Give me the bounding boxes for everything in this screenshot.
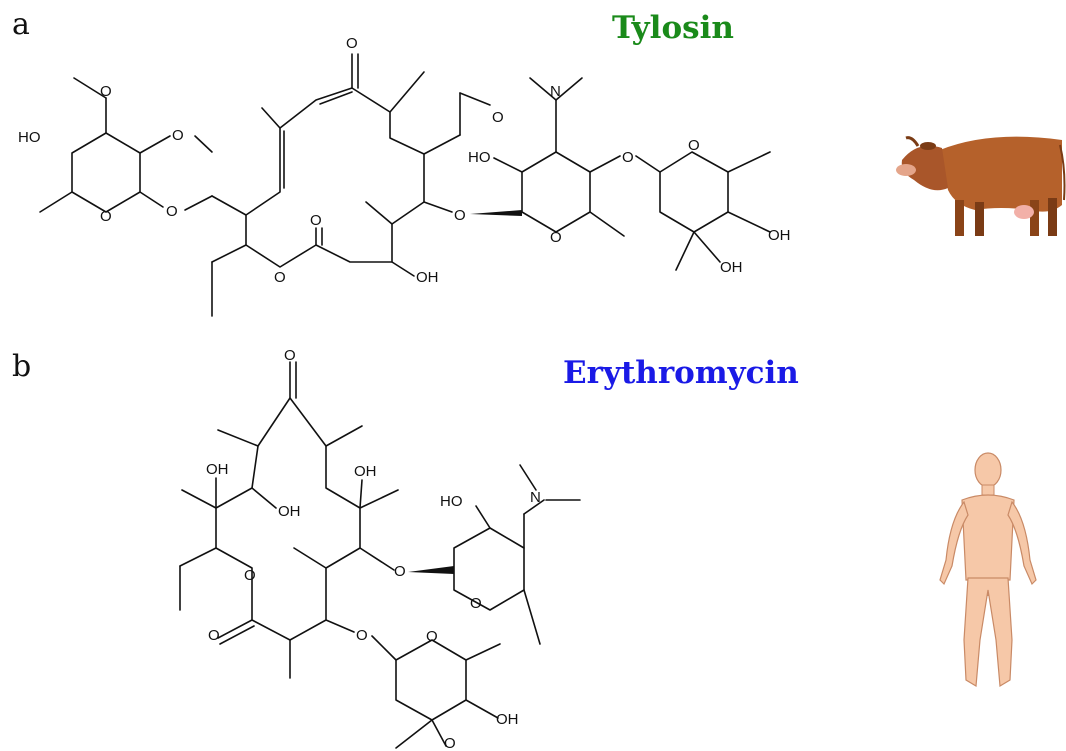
tylosin-structure: HO O O O O O O O O OH O HO N O O O OH OH <box>18 35 791 317</box>
erythromycin-atom-o: O <box>444 735 456 751</box>
cow-icon <box>896 136 1066 236</box>
tylosin-atom-ho: HO <box>468 149 491 166</box>
erythromycin-atom-o: O <box>208 627 220 644</box>
tylosin-atom-o: O <box>346 35 358 52</box>
tylosin-atom-o: O <box>274 269 286 286</box>
tylosin-atom-oh: OH <box>768 227 791 244</box>
title-tylosin: Tylosin <box>612 10 734 46</box>
tylosin-atom-o: O <box>550 229 562 246</box>
erythromycin-atom-oh: OH <box>496 711 519 728</box>
erythromycin-atom-n: N <box>530 489 541 506</box>
tylosin-atom-oh: OH <box>720 259 743 276</box>
erythromycin-atom-o: O <box>394 563 406 580</box>
tylosin-atom-o: O <box>166 203 178 220</box>
panel-letter-b: b <box>12 349 32 384</box>
erythromycin-atom-o: O <box>470 595 482 612</box>
tylosin-atom-ho: HO <box>18 129 41 146</box>
tylosin-atom-o: O <box>100 208 112 225</box>
panel-letter-a: a <box>12 7 30 42</box>
tylosin-atom-o: O <box>100 83 112 100</box>
tylosin-atom-o: O <box>622 149 634 166</box>
erythromycin-atom-oh: OH <box>278 503 301 520</box>
erythromycin-atom-o: O <box>284 347 296 364</box>
tylosin-atom-o: O <box>688 137 700 154</box>
erythromycin-structure: O OH OH OH O O O O HO N O O OH O <box>179 347 581 751</box>
title-erythromycin: Erythromycin <box>563 355 799 391</box>
erythromycin-atom-oh: OH <box>206 461 229 478</box>
tylosin-atom-oh: OH <box>416 269 439 286</box>
erythromycin-atom-o: O <box>244 567 256 584</box>
tylosin-atom-o: O <box>310 212 322 229</box>
tylosin-atom-o: O <box>172 127 184 144</box>
tylosin-atom-o: O <box>454 207 466 224</box>
erythromycin-atom-oh: OH <box>354 463 377 480</box>
tylosin-atom-o: O <box>492 109 504 126</box>
erythromycin-atom-o: O <box>426 628 438 645</box>
human-body-icon <box>939 452 1037 688</box>
tylosin-atom-n: N <box>550 83 561 100</box>
erythromycin-atom-ho: HO <box>440 493 463 510</box>
erythromycin-atom-o: O <box>356 627 368 644</box>
